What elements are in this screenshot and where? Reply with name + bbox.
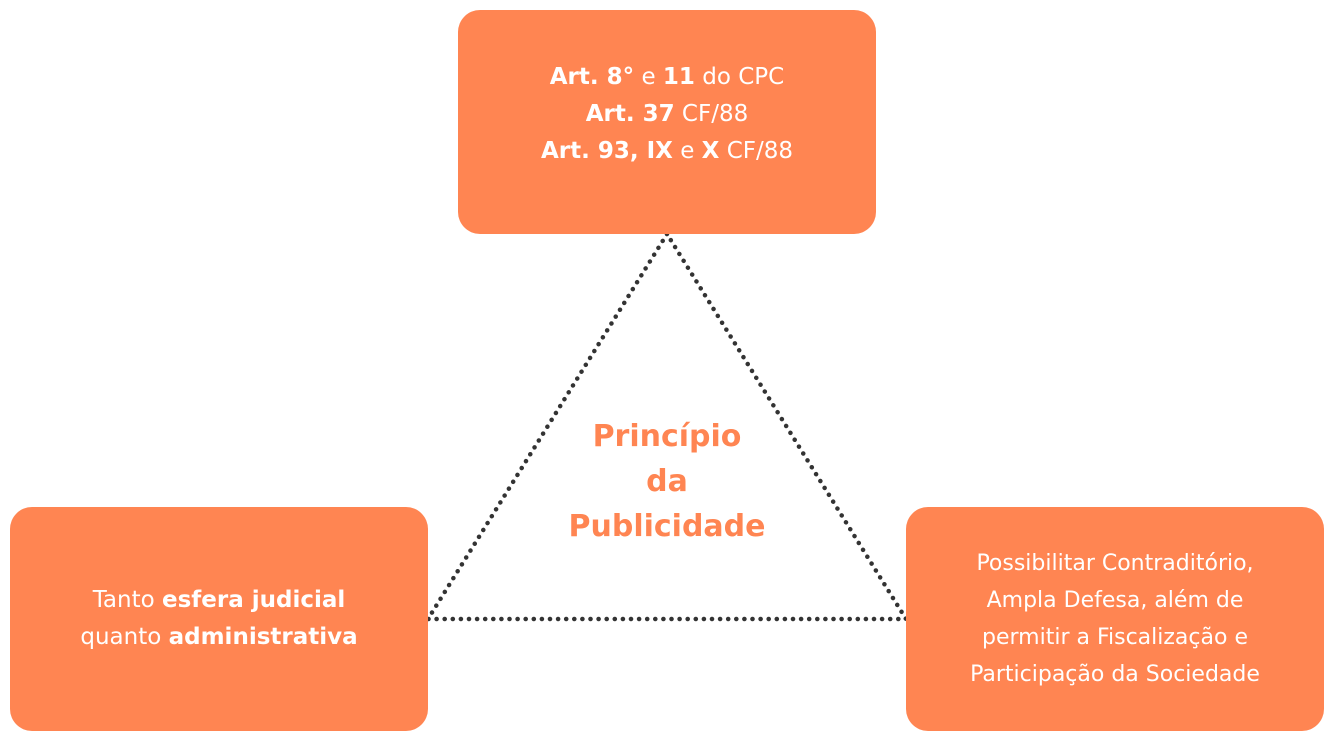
legal-basis-line-2: Art. 37 CF/88 (586, 96, 749, 133)
article-37-label: Art. 37 (585, 100, 675, 127)
cpc-text: do CPC (694, 63, 785, 90)
connector-text: e (672, 137, 702, 164)
legal-basis-line-3: Art. 93, IX e X CF/88 (541, 133, 793, 170)
item-x-label: X (701, 137, 720, 164)
principle-title-line-3: Publicidade (568, 509, 766, 544)
judicial-sphere-text: esfera judicial (162, 587, 346, 613)
scope-line-1: Tanto esfera judicial (93, 582, 346, 619)
administrative-text: administrativa (168, 624, 358, 650)
scope-box: Tanto esfera judicial quanto administrat… (10, 507, 428, 731)
purpose-line: Ampla Defesa, além de (986, 588, 1244, 613)
principle-title-line-2: da (646, 464, 688, 499)
connector-text: e (634, 63, 663, 90)
purpose-line: permitir a Fiscalização e (982, 625, 1248, 650)
scope-connector: quanto (80, 624, 169, 650)
article-11-label: 11 (662, 63, 695, 90)
purpose-box: Possibilitar Contraditório, Ampla Defesa… (906, 507, 1324, 731)
scope-prefix: Tanto (92, 587, 163, 613)
legal-basis-box: Art. 8° e 11 do CPC Art. 37 CF/88 Art. 9… (458, 10, 876, 234)
principle-title-line-1: Princípio (592, 419, 742, 454)
legal-basis-line-1: Art. 8° e 11 do CPC (550, 59, 784, 96)
cf88-text: CF/88 (674, 100, 749, 127)
principle-title: Princípio da Publicidade (567, 414, 767, 549)
purpose-line: Participação da Sociedade (970, 662, 1260, 687)
cf88-text: CF/88 (719, 137, 794, 164)
triangle-outline (425, 231, 909, 622)
article-93-label: Art. 93, IX (540, 137, 673, 164)
scope-line-2: quanto administrativa (80, 619, 357, 656)
purpose-line: Possibilitar Contraditório, (976, 551, 1254, 576)
article-8-label: Art. 8° (549, 63, 635, 90)
